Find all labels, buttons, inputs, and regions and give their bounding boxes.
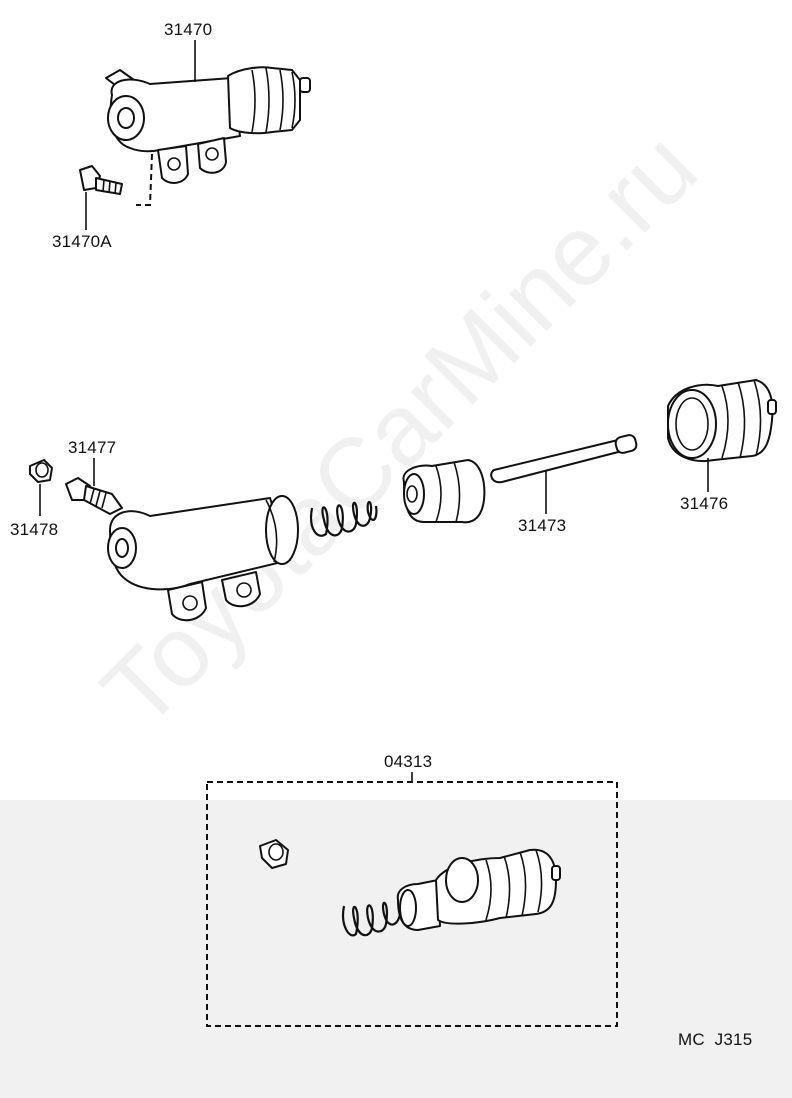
repair-kit-box: [206, 781, 618, 1027]
part-label-31478[interactable]: 31478: [10, 520, 59, 539]
cylinder-body: [107, 495, 299, 622]
bleeder-plug-31477: [65, 477, 123, 515]
boot-31476: [667, 379, 777, 462]
piston: [402, 459, 486, 524]
kit-piston-and-boot: [396, 848, 561, 931]
part-label-04313[interactable]: 04313: [384, 752, 433, 771]
part-label-31476[interactable]: 31476: [680, 494, 729, 513]
assembled-clutch-slave-cylinder: [105, 66, 311, 206]
part-label-31473[interactable]: 31473: [518, 516, 567, 535]
part-label-31477[interactable]: 31477: [68, 438, 117, 457]
kit-spring: [342, 901, 402, 937]
bleeder-cap-31478: [29, 459, 53, 483]
bottom-background-band: [0, 800, 792, 1098]
part-label-31470[interactable]: 31470: [164, 20, 213, 39]
part-label-31470a[interactable]: 31470A: [52, 232, 112, 251]
spring: [310, 501, 378, 537]
kit-bleeder-cap: [259, 839, 289, 869]
bleeder-plug-31470a: [79, 165, 123, 195]
push-rod: [490, 434, 638, 484]
diagram-code: MC J315: [678, 1030, 753, 1049]
